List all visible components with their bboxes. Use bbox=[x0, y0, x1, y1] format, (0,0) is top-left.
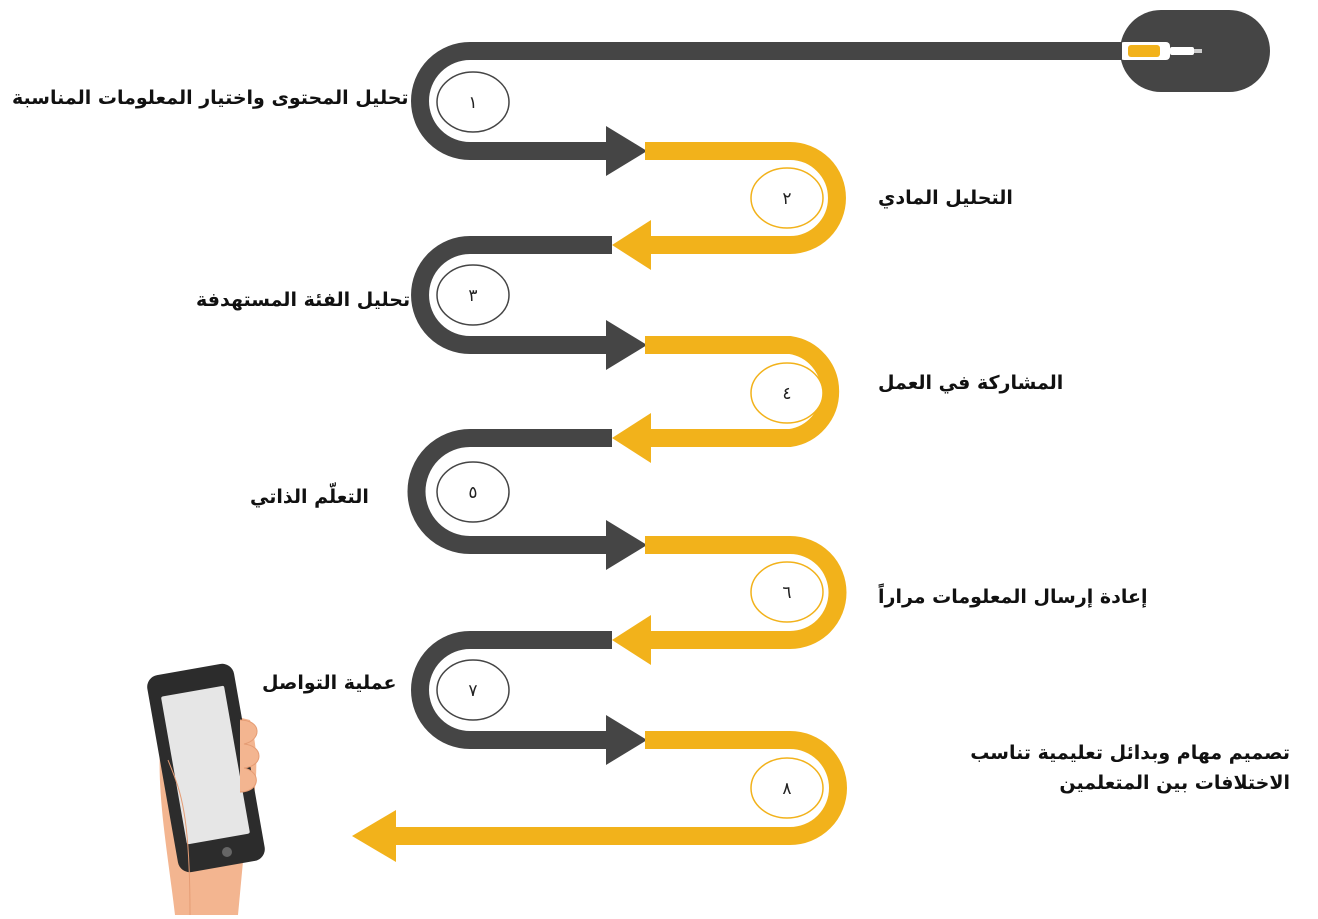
step-label-5: التعلّم الذاتي bbox=[250, 486, 369, 508]
step-number-circle-5: ٥ bbox=[436, 461, 510, 523]
step-label-2: التحليل المادي bbox=[878, 187, 1013, 209]
process-path bbox=[352, 42, 1122, 862]
step-number-circle-6: ٦ bbox=[750, 561, 824, 623]
step-number-6: ٦ bbox=[782, 583, 791, 603]
arrow-left-2 bbox=[612, 220, 651, 270]
step-number-2: ٢ bbox=[782, 189, 791, 209]
path-segment-3 bbox=[411, 236, 612, 354]
step-label-1: تحليل المحتوى واختيار المعلومات المناسبة bbox=[12, 87, 409, 109]
arrow-right-3 bbox=[606, 320, 647, 370]
step-number-circle-3: ٣ bbox=[436, 264, 510, 326]
step-number-circle-1: ١ bbox=[436, 71, 510, 133]
step-number-3: ٣ bbox=[468, 286, 477, 306]
step-label-6: إعادة إرسال المعلومات مراراً bbox=[878, 586, 1148, 608]
step-number-circle-7: ٧ bbox=[436, 659, 510, 721]
step-label-3: تحليل الفئة المستهدفة bbox=[196, 289, 411, 311]
arrow-right-7 bbox=[606, 715, 647, 765]
path-segment-8 bbox=[390, 731, 847, 845]
path-segment-5 bbox=[407, 429, 612, 554]
arrow-right-1 bbox=[606, 126, 647, 176]
step-number-circle-4: ٤ bbox=[750, 362, 824, 424]
step-number-5: ٥ bbox=[468, 483, 477, 503]
path-segment-6 bbox=[645, 536, 847, 649]
step-number-8: ٨ bbox=[782, 779, 791, 799]
step-number-circle-8: ٨ bbox=[750, 757, 824, 819]
arrow-end bbox=[352, 810, 396, 862]
path-segment-7 bbox=[411, 631, 612, 749]
step-number-circles: ١ ٢ ٣ ٤ ٥ ٦ ٧ ٨ bbox=[436, 71, 824, 819]
usb-plug-icon bbox=[1120, 10, 1270, 92]
step-number-7: ٧ bbox=[468, 681, 477, 701]
step-label-7: عملية التواصل bbox=[262, 672, 397, 694]
path-segment-4 bbox=[645, 336, 840, 447]
arrow-right-5 bbox=[606, 520, 647, 570]
step-label-4: المشاركة في العمل bbox=[878, 372, 1064, 394]
arrow-left-4 bbox=[612, 413, 651, 463]
path-segment-1 bbox=[411, 42, 612, 160]
step-label-8: تصميم مهام وبدائل تعليمية تناسب الاختلاف… bbox=[970, 742, 1290, 794]
smartphone-in-hand-icon bbox=[147, 663, 265, 916]
step-number-circle-2: ٢ bbox=[750, 167, 824, 229]
path-segment-2 bbox=[645, 142, 846, 254]
step-number-1: ١ bbox=[468, 93, 477, 113]
step-number-4: ٤ bbox=[782, 384, 791, 404]
arrow-left-6 bbox=[612, 615, 651, 665]
